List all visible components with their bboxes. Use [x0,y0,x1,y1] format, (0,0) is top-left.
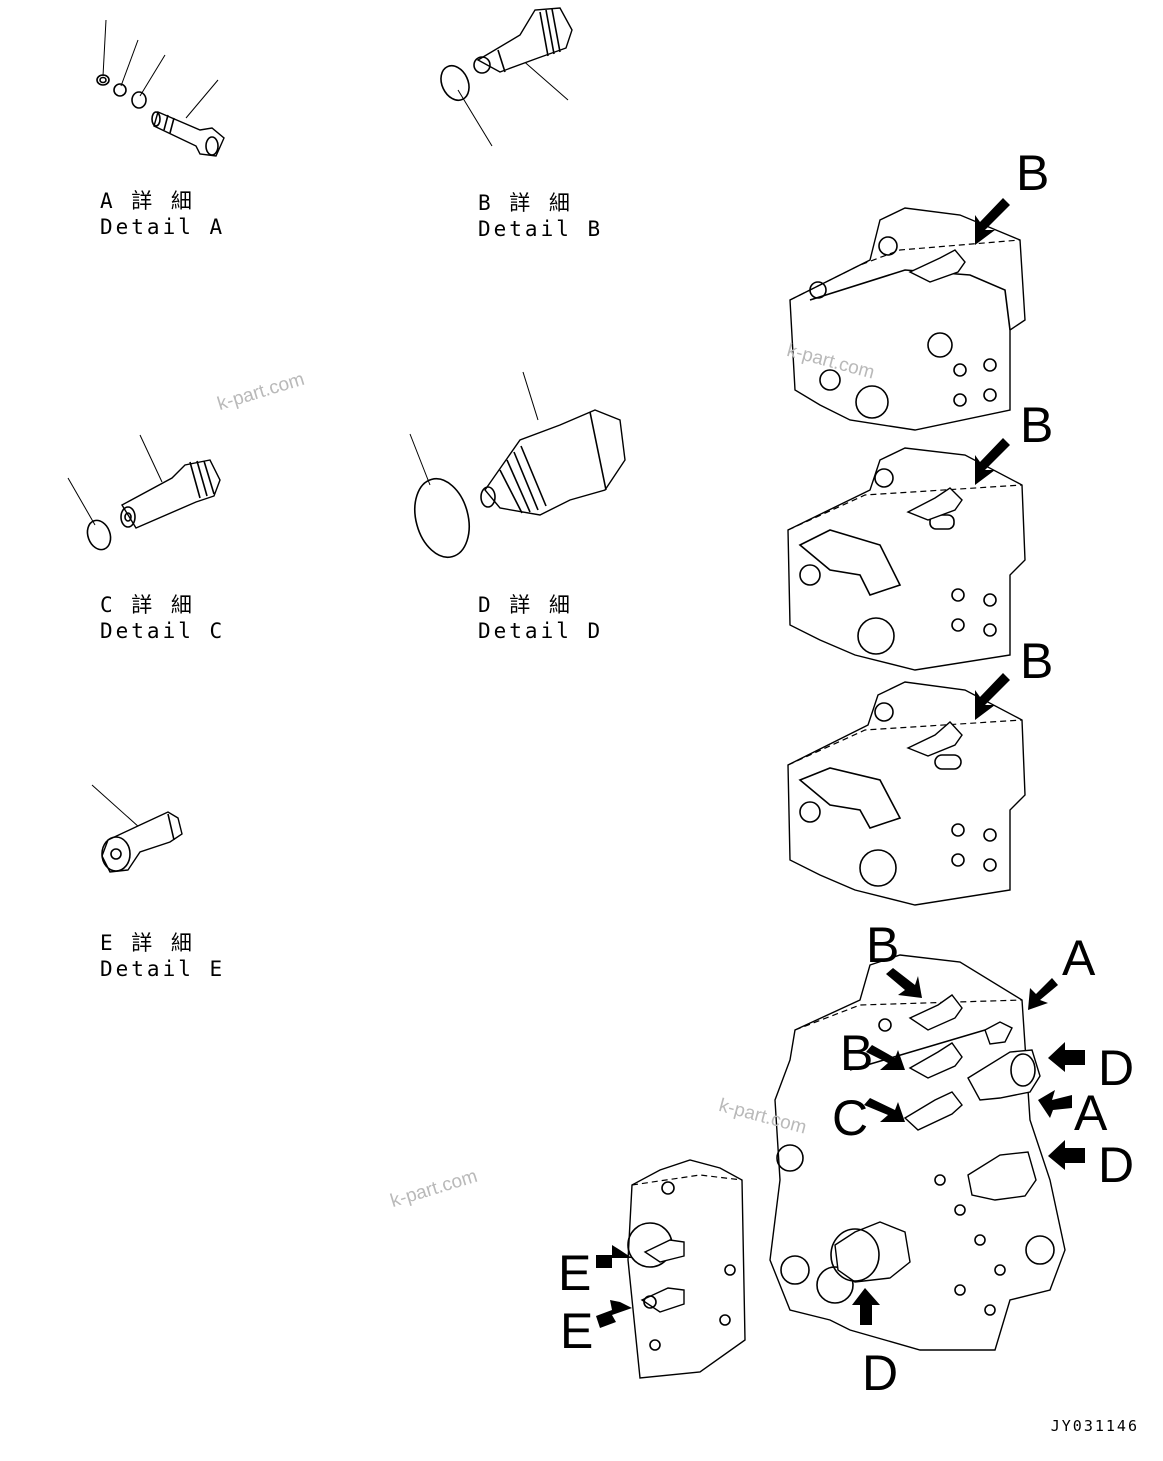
detail-c-jp: C 詳 細 [100,593,195,617]
detail-b-jp: B 詳 細 [478,191,573,215]
arrow-side-e2 [596,1300,632,1328]
callout-main-d2: D [1098,1137,1134,1193]
detail-e-drawing [91,784,183,873]
arrow-main-a1 [1028,978,1058,1010]
callout-block2-b: B [1020,397,1053,453]
detail-e-en: Detail E [100,957,226,981]
arrow-main-d1 [1048,1042,1085,1072]
detail-c-caption: C 詳 細 Detail C [100,592,225,644]
detail-d-en: Detail D [478,619,604,643]
arrow-main-b2 [866,1045,905,1070]
callout-main-b1: B [866,917,899,973]
valve-block-1 [789,207,1026,431]
callout-block1-b: B [1016,145,1049,201]
callout-side-e1: E [558,1245,591,1301]
detail-c-en: Detail C [100,619,226,643]
callout-main-a1: A [1062,930,1096,986]
detail-a-caption: A 詳 細 Detail A [100,188,225,240]
detail-b-en: Detail B [478,217,604,241]
arrow-side-e1 [596,1245,632,1268]
detail-e-jp: E 詳 細 [100,931,195,955]
detail-b-drawing [440,7,573,147]
detail-c-drawing [67,434,221,551]
callout-main-d1: D [1098,1040,1134,1096]
arrow-main-d3 [852,1288,880,1325]
detail-a-jp: A 詳 細 [100,189,195,213]
callout-arrows [596,198,1085,1328]
arrow-main-c [864,1098,905,1122]
detail-d-caption: D 詳 細 Detail D [478,592,603,644]
callout-main-a2: A [1074,1085,1108,1141]
valve-block-3 [787,681,1026,906]
detail-a-drawing [96,19,225,157]
arrow-block2-b [975,438,1010,485]
detail-e-caption: E 詳 細 Detail E [100,930,225,982]
arrow-main-d2 [1048,1140,1085,1170]
arrow-main-b1 [886,968,922,998]
callout-side-e2: E [560,1303,593,1359]
callout-block3-b: B [1020,633,1053,689]
detail-d-jp: D 詳 細 [478,593,573,617]
detail-a-en: Detail A [100,215,226,239]
main-valve-body [769,954,1066,1351]
valve-block-2 [787,447,1026,671]
drawing-code: JY031146 [1050,1417,1139,1435]
callout-main-b2: B [840,1025,873,1081]
side-valve-block [627,1159,746,1379]
arrow-main-a2 [1038,1090,1072,1118]
arrow-block1-b [975,198,1010,245]
callout-main-c: C [832,1090,868,1146]
detail-b-caption: B 詳 細 Detail B [478,190,603,242]
detail-d-drawing [409,371,626,559]
callout-main-d3: D [862,1345,898,1401]
arrow-block3-b [975,673,1010,720]
